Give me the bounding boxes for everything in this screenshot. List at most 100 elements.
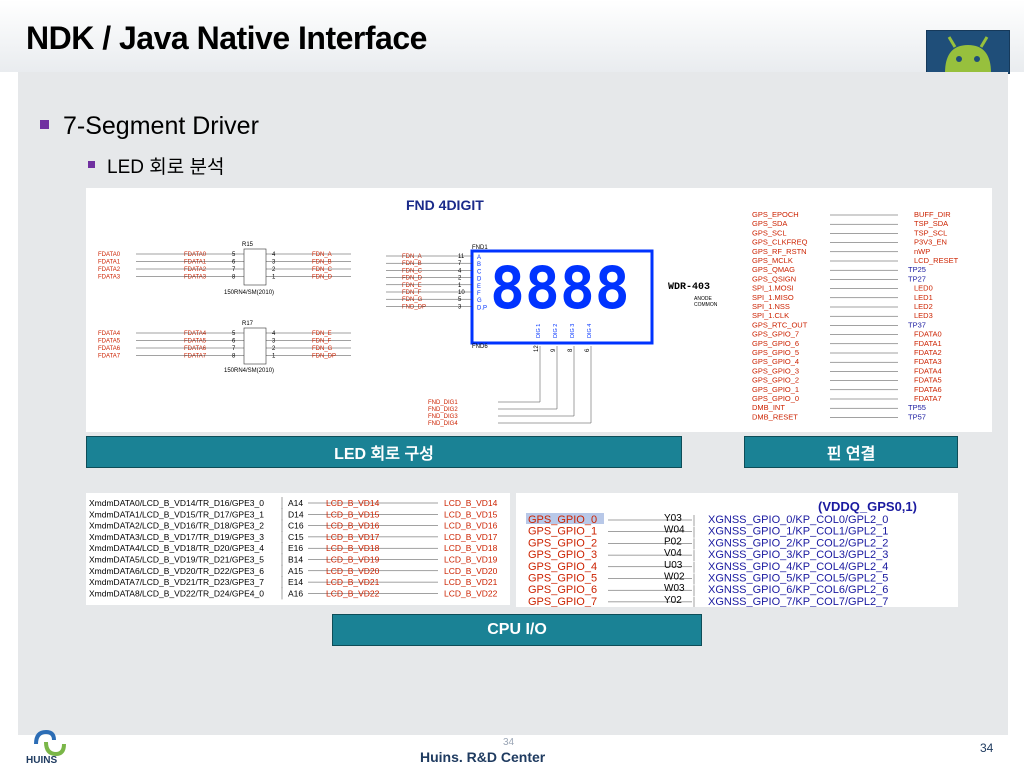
fdata-net-label: FDATA4	[184, 331, 207, 337]
square-bullet-icon	[88, 161, 95, 169]
gps-gpio-label: GPS_GPIO_4	[528, 561, 597, 573]
anode-label: ANODE	[694, 296, 712, 302]
bullet-level1: 7-Segment Driver	[40, 112, 259, 141]
fdata-input-label: FDATA1	[98, 260, 121, 266]
lcd-port-label: LCD_B_VD18	[444, 543, 498, 553]
digit-pin: 9	[551, 348, 557, 352]
gps-gpio-label: GPS_GPIO_5	[528, 573, 597, 585]
lcd-net-label: LCD_B_VD15	[326, 509, 380, 519]
caption-led-circuit: LED 회로 구성	[86, 436, 682, 468]
segment-letter: D	[477, 277, 482, 283]
fdata-net-label: FDATA0	[184, 252, 207, 258]
connected-net-label: FDATA1	[914, 339, 942, 348]
gps-net-label: SPI_1.MISO	[752, 293, 794, 302]
cpu-net-name: XmdmDATA5/LCD_B_VD19/TR_D21/GPE3_5	[89, 555, 264, 565]
segment-letter: F	[477, 291, 481, 297]
fdata-net-label: FDATA1	[184, 260, 207, 266]
footer-company: Huins. R&D Center	[420, 749, 546, 765]
segment-letter: B	[477, 262, 481, 268]
huins-logo: HUINS	[24, 726, 84, 766]
fnd-pin-number: 4	[458, 268, 462, 274]
square-bullet-icon	[40, 119, 49, 129]
test-point-label: TP37	[908, 320, 926, 329]
lcd-net-label: LCD_B_VD14	[326, 498, 380, 508]
page-number: 34	[980, 741, 994, 755]
fdn-net-label: FDN_F	[312, 339, 332, 345]
test-point-label: TP55	[908, 403, 926, 412]
vddq-header: (VDDQ_GPS0,1)	[818, 499, 917, 514]
common-label: COMMON	[694, 302, 718, 308]
pin-number: 5	[232, 252, 236, 258]
connected-net-label: FDATA4	[914, 366, 942, 375]
resistor-network-r17	[243, 327, 267, 365]
gpio-function-label: XGNSS_GPIO_7/KP_COL7/GPL2_7	[708, 596, 888, 607]
gps-ball-id: U03	[664, 560, 683, 571]
gps-net-label: GPS_GPIO_4	[752, 357, 799, 366]
caption-cpu-io: CPU I/O	[332, 614, 702, 646]
fdata-input-label: FDATA7	[98, 354, 121, 360]
fdn-net-label: FDN_C	[312, 267, 333, 273]
gps-ball-id: Y02	[664, 595, 682, 606]
lcd-net-label: LCD_B_VD21	[326, 577, 380, 587]
pin-number: 1	[272, 354, 276, 360]
gps-net-label: SPI_1.NSS	[752, 302, 790, 311]
segment-letter: A	[477, 255, 481, 261]
gps-ball-id: W02	[664, 572, 685, 583]
pin-number: 4	[272, 331, 276, 337]
gps-net-label: GPS_CLKFREQ	[752, 238, 808, 247]
fdata-net-label: FDATA6	[184, 346, 207, 352]
connected-net-label: FDATA5	[914, 376, 942, 385]
fdata-net-label: FDATA7	[184, 354, 207, 360]
fnd-input-label: FDN_E	[402, 283, 422, 289]
fnd-input-label: FDN_A	[402, 254, 422, 260]
lcd-port-label: LCD_B_VD22	[444, 588, 498, 598]
gps-net-label: GPS_GPIO_1	[752, 385, 799, 394]
fnd-dig-label: FND_DIG2	[428, 407, 458, 413]
gps-net-label: GPS_GPIO_3	[752, 366, 799, 375]
pin-number: 8	[232, 354, 236, 360]
fdata-net-label: FDATA3	[184, 275, 207, 281]
gps-net-label: GPS_SCL	[752, 228, 787, 237]
test-point-label: TP57	[908, 412, 926, 421]
pin-number: 2	[272, 346, 276, 352]
fnd-input-label: FDN_D	[402, 276, 423, 282]
fdn-net-label: FDN_B	[312, 260, 332, 266]
gps-gpio-label: GPS_GPIO_1	[528, 526, 597, 538]
lcd-port-label: LCD_B_VD17	[444, 532, 498, 542]
gps-ball-id: W03	[664, 583, 685, 594]
gps-net-label: GPS_GPIO_6	[752, 339, 799, 348]
connected-net-label: TSP_SDA	[914, 219, 948, 228]
segment-letter: G	[477, 298, 482, 304]
fnd-dig-label: FND_DIG3	[428, 414, 458, 420]
gpio-function-label: XGNSS_GPIO_5/KP_COL5/GPL2_5	[708, 573, 888, 585]
digit-pin: 6	[585, 348, 591, 352]
connected-net-label: nWP	[914, 247, 930, 256]
fdn-net-label: FDN_D	[312, 275, 333, 281]
digit-label: DIG 1	[536, 324, 542, 338]
cpu-net-name: XmdmDATA4/LCD_B_VD18/TR_D20/GPE3_4	[89, 543, 264, 553]
fnd-pin-number: 1	[458, 283, 462, 289]
bullet-level2: LED 회로 분석	[88, 152, 224, 179]
lcd-net-label: LCD_B_VD18	[326, 543, 380, 553]
test-point-label: TP27	[908, 274, 926, 283]
gps-ball-id: Y03	[664, 513, 682, 524]
gps-gpio-label: GPS_GPIO_0	[528, 514, 597, 526]
segment-letter: E	[477, 284, 481, 290]
lcd-net-label: LCD_B_VD20	[326, 566, 380, 576]
gps-net-label: GPS_SDA	[752, 219, 787, 228]
segment-letter: D.P	[477, 305, 487, 311]
gps-gpio-label: GPS_GPIO_7	[528, 596, 597, 607]
gps-net-label: SPI_1.MOSI	[752, 284, 794, 293]
digit-pin: 12	[534, 345, 540, 352]
gps-net-label: GPS_QMAG	[752, 265, 795, 274]
fnd-dig-label: FND_DIG4	[428, 421, 458, 427]
connected-net-label: LCD_RESET	[914, 256, 959, 265]
cpu-ball-id: C16	[288, 521, 304, 531]
pin-number: 8	[232, 275, 236, 281]
connected-net-label: FDATA0	[914, 330, 942, 339]
fnd-dig-label: FND_DIG1	[428, 400, 458, 406]
lcd-port-label: LCD_B_VD21	[444, 577, 498, 587]
connected-net-label: FDATA2	[914, 348, 942, 357]
gpio-function-label: XGNSS_GPIO_1/KP_COL1/GPL2_1	[708, 526, 888, 538]
